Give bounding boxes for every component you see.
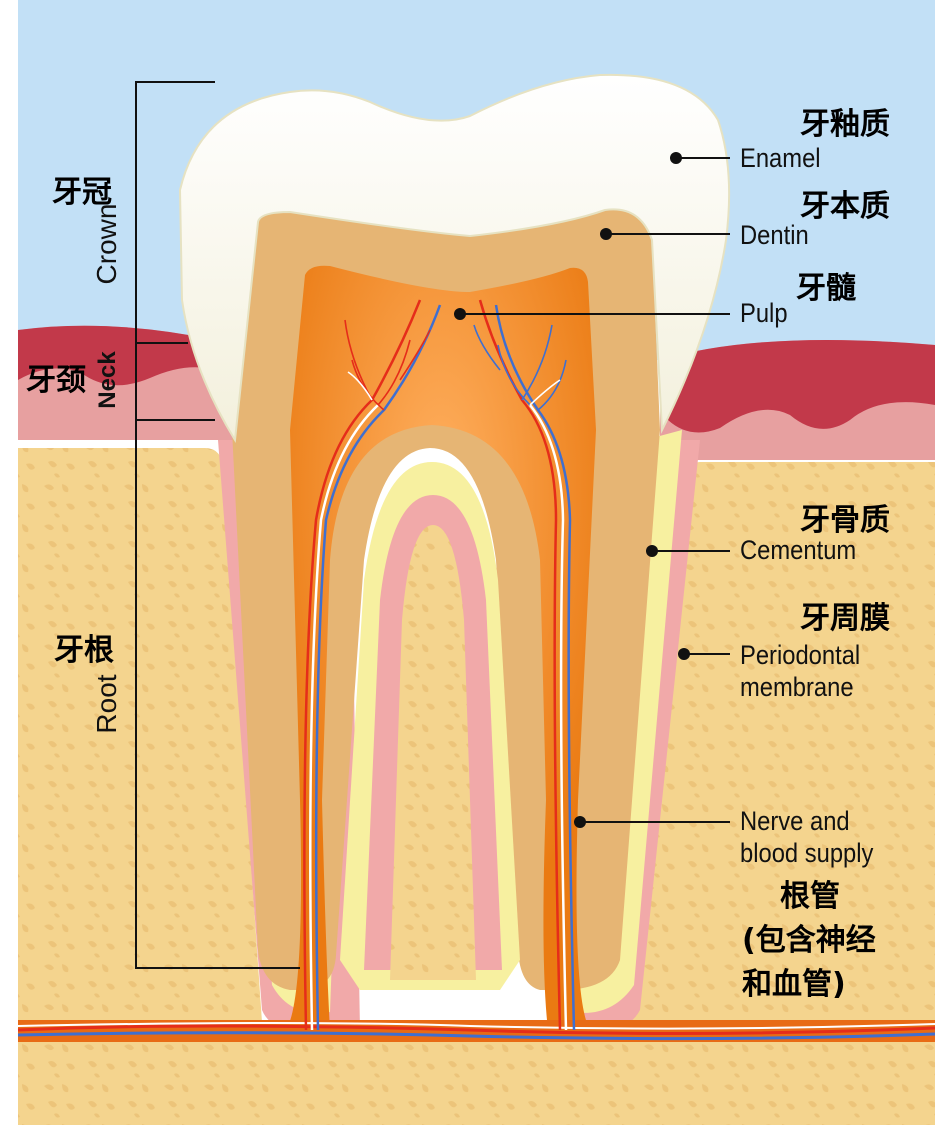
periodontal-label-en-2: membrane (740, 672, 854, 702)
cementum-label-en: Cementum (740, 535, 857, 565)
nerve-label-en-1: Nerve and (740, 806, 850, 836)
periodontal-label-en-1: Periodontal (740, 640, 861, 670)
section-bracket (135, 81, 300, 969)
nerve-label-zh-1: 根管 (780, 879, 840, 914)
bone-bottom (18, 1040, 935, 1125)
enamel-label-zh: 牙釉质 (800, 107, 890, 142)
periodontal-label-zh: 牙周膜 (800, 601, 890, 636)
crown-label-zh: 牙冠 (52, 175, 112, 210)
nerve-label-en-2: blood supply (740, 838, 874, 868)
pulp-label-en: Pulp (740, 298, 788, 328)
bone-right (628, 462, 935, 1022)
dentin-label-zh: 牙本质 (800, 189, 890, 224)
crown-label-en: Crown (91, 203, 122, 285)
root-label-en: Root (91, 674, 122, 734)
pulp-chamber (286, 265, 596, 1030)
bone-left (18, 448, 262, 1022)
dentin-label-en: Dentin (740, 220, 809, 250)
cementum-label-zh: 牙骨质 (800, 503, 890, 538)
enamel-label-en: Enamel (740, 143, 821, 173)
neck-label-zh: 牙颈 (26, 363, 86, 398)
pulp-label-zh: 牙髓 (796, 271, 856, 306)
nerve-label-zh-2: (包含神经 (742, 923, 876, 958)
leader-lines (460, 157, 730, 823)
neck-label-en: Neck (94, 351, 121, 409)
nerve-label-zh-3: 和血管) (742, 967, 846, 1002)
enamel-crown (178, 73, 731, 444)
root-label-zh: 牙根 (54, 633, 114, 668)
nerve-and-blood-vessels (303, 299, 576, 1031)
leader-dots (454, 152, 690, 828)
